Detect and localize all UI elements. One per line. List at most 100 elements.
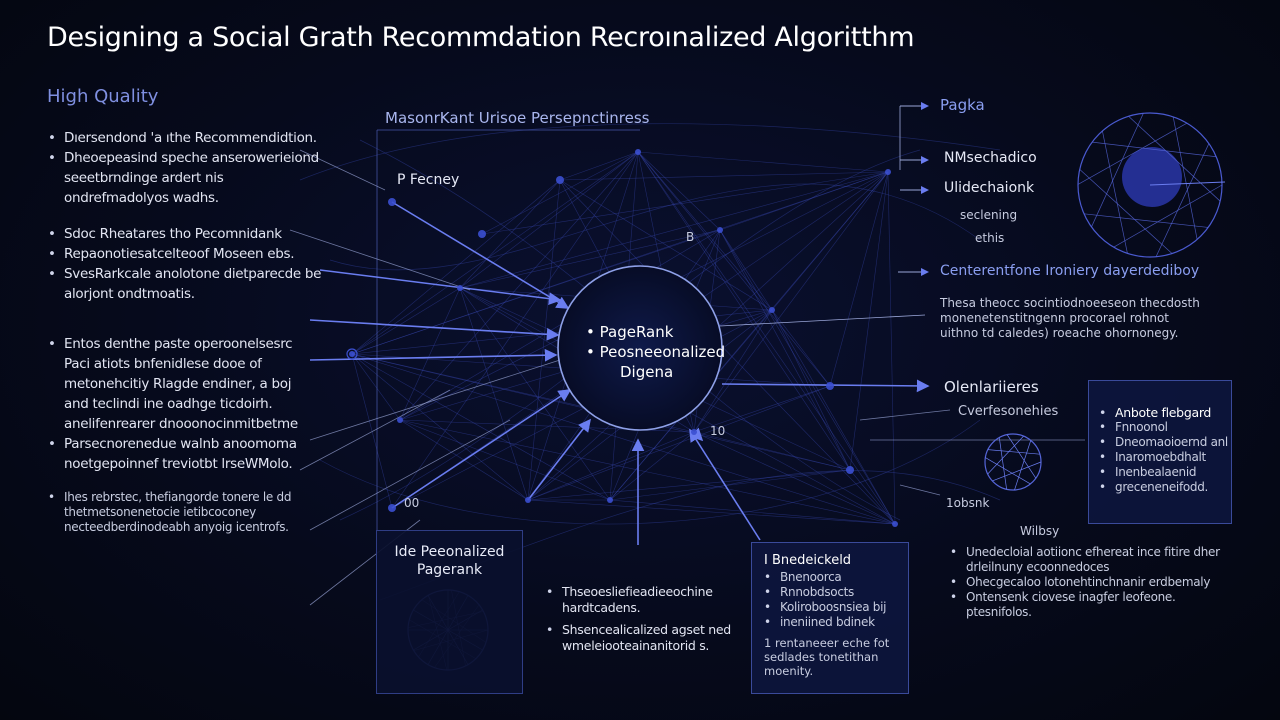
panel-item: Dneomaoioernd anl <box>1099 435 1231 450</box>
graph-node <box>457 285 463 291</box>
graph-edge <box>459 229 721 289</box>
sphere-chord <box>1149 181 1226 186</box>
panel-title: Anbote flebgard <box>1099 405 1231 420</box>
graph-edge <box>351 353 896 525</box>
right-info-panel: Anbote flebgard Fnnoonol Dneomaoioernd a… <box>1088 380 1232 524</box>
graph-edge <box>351 353 401 421</box>
hub-circle <box>557 265 723 431</box>
graph-edge <box>609 171 889 501</box>
sphere-chord <box>1128 116 1221 202</box>
right-mid-heading: Centerentfone Ironiery dayerdediboy <box>940 263 1200 279</box>
graph-edge <box>399 229 721 421</box>
small-sphere-chord <box>987 435 1024 475</box>
graph-edge <box>351 353 611 501</box>
graph-edge <box>771 309 896 525</box>
graph-edge <box>559 171 889 181</box>
arrow-to-hub <box>319 269 562 305</box>
left-bullet: Ihes rebrstec, thefiangorde tonere le dd… <box>48 490 308 535</box>
graph-edge <box>399 419 896 525</box>
right-top-label: Pagka <box>940 96 985 114</box>
node-label-00: 00 <box>404 496 420 510</box>
graph-edge <box>527 499 896 525</box>
sphere-chord <box>1155 143 1210 257</box>
arrow-out <box>721 379 930 393</box>
arrow-to-hub <box>391 389 572 509</box>
graph-edge <box>637 151 851 471</box>
node-label-10: 10 <box>710 424 726 438</box>
graph-edge <box>609 431 695 501</box>
graph-node <box>846 466 854 474</box>
graph-edge <box>693 385 831 433</box>
left-bullet: SvesRarkcale anolotone dietparecde be al… <box>48 264 333 304</box>
hub-label: • PageRank • Peosneeonalized Digena <box>586 322 725 382</box>
graph-node <box>826 382 834 390</box>
graph-edge <box>351 171 889 355</box>
graph-edge <box>399 151 639 421</box>
graph-curve <box>329 183 981 271</box>
graph-edge <box>849 171 889 471</box>
small-sphere-chord <box>998 437 1007 490</box>
graph-node <box>478 230 486 238</box>
right-bullet: Unedecloial aotiionc efhereat ince fitir… <box>950 545 1240 575</box>
left-bullets-4: Ihes rebrstec, thefiangorde tonere le dd… <box>48 490 308 535</box>
panel-item: Inenbealaenid <box>1099 465 1231 480</box>
sphere-chord <box>1172 116 1198 240</box>
sphere-chord <box>1077 122 1188 185</box>
left-bullet: Dheoepeasind speche anserowerieiond seee… <box>48 148 328 208</box>
right-bullet: Ontensenk ciovese inagfer leofeone. ptes… <box>950 590 1240 620</box>
graph-node <box>635 149 641 155</box>
graph-edge <box>481 151 639 235</box>
leader-line <box>299 389 451 471</box>
graph-edge <box>481 171 889 235</box>
panel-item: ineniined bdinek <box>764 615 908 630</box>
graph-node <box>885 169 891 175</box>
graph-edge <box>527 179 561 501</box>
graph-edge <box>351 229 721 355</box>
bottom-info-panel: I Bnedeickeld Bnenoorca Rnnobdsocts Koli… <box>751 542 909 694</box>
personalized-pagerank-box: Ide Peeonalized Pagerank <box>376 530 523 694</box>
right-top-line: Ulidechaionk <box>944 180 1035 196</box>
left-bullet: Repaonotiesatcelteoof Moseen ebs. <box>48 244 333 264</box>
right-top-line: ethis <box>975 231 1005 245</box>
graph-node <box>556 176 564 184</box>
graph-edge <box>459 171 889 289</box>
sphere-chord <box>1113 184 1223 248</box>
sphere-chord <box>1083 213 1209 228</box>
graph-edge <box>459 151 639 289</box>
sphere-chord <box>1102 130 1128 254</box>
graph-edge <box>849 469 896 525</box>
graph-node <box>691 429 697 435</box>
left-bullet: Dıersendond 'a ıthe Recommendidtion. <box>48 128 328 148</box>
node-label-top-left: P Fecney <box>397 172 460 188</box>
bottom-bullet: Shsencealicalized agset ned wmeleiooteai… <box>546 622 736 654</box>
graph-node <box>388 504 396 512</box>
graph-edge <box>693 431 851 471</box>
right-top-line: NMsechadico <box>944 150 1037 166</box>
graph-node <box>717 227 723 233</box>
graph-edge <box>351 353 529 501</box>
hub-item: • PageRank <box>586 323 674 341</box>
center-heading: MasonrKant Urisoe Persepnctinress <box>385 109 650 127</box>
panel-item: Fnnoonol <box>1099 420 1231 435</box>
graph-edge <box>719 171 889 231</box>
graph-edge <box>609 469 851 501</box>
right-top-line: seclening <box>960 208 1018 222</box>
left-bullets-3: Entos denthe paste operoonelsesrc Paci a… <box>48 334 308 474</box>
arrow-to-hub <box>391 201 570 309</box>
panel-title: I Bnedeickeld <box>764 553 852 568</box>
graph-edge <box>637 151 896 525</box>
left-bullets-1: Dıersendond 'a ıthe Recommendidtion. Dhe… <box>48 128 328 208</box>
arrow-to-hub <box>309 319 560 341</box>
left-bullets-2: Sdoc Rheatares tho Pecomnidank Repaonoti… <box>48 224 333 304</box>
graph-edge <box>693 171 889 433</box>
graph-edge <box>771 309 851 471</box>
box-title-line: Ide Peeonalized <box>394 544 505 560</box>
panel-footer: 1 rentaneeer eche fot sedlades tonetitha… <box>764 636 890 678</box>
sphere-core <box>1122 147 1182 207</box>
graph-node <box>346 348 358 360</box>
graph-edge <box>559 151 639 181</box>
graph-node <box>607 497 613 503</box>
graph-edge <box>559 179 773 311</box>
graph-edge <box>351 151 639 355</box>
graph-edge <box>693 431 896 525</box>
